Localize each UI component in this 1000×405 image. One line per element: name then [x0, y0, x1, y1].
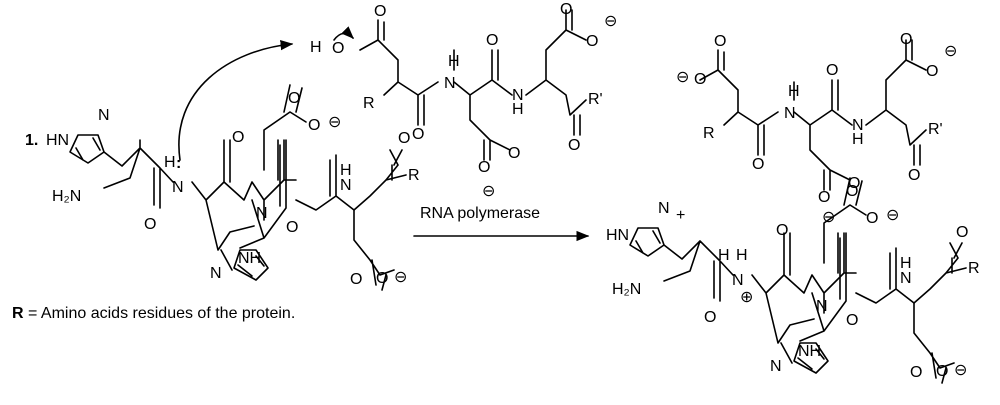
atom-NH: NH: [238, 250, 261, 267]
atom-O: O: [818, 189, 830, 206]
atom-O: O: [560, 1, 572, 18]
atom-H: H: [852, 131, 864, 148]
atom-O: O: [332, 40, 344, 57]
atom-N: N: [512, 87, 524, 104]
atom-O: O: [776, 222, 788, 239]
atom-N: N: [816, 298, 828, 315]
atom-O: O: [826, 62, 838, 79]
atom-H: H: [736, 247, 748, 264]
atom-O: O: [288, 90, 300, 107]
atom-O: O: [956, 224, 968, 241]
atom-N: N: [658, 200, 670, 217]
atom-O: O: [714, 33, 726, 50]
atom-N: N: [172, 179, 184, 196]
atom-N: N: [770, 358, 782, 375]
atom-O: O: [144, 216, 156, 233]
atom-R: R: [703, 125, 715, 142]
charge-positive: ⊕: [740, 289, 753, 306]
atom-R: R: [968, 260, 980, 277]
atom-R: R: [363, 95, 375, 112]
atom-HN: HN: [606, 227, 629, 244]
atom-O: O: [486, 32, 498, 49]
atom-H: H: [448, 53, 460, 70]
atom-O: O: [508, 145, 520, 162]
atom-O: O: [704, 309, 716, 326]
atom-N: N: [256, 205, 268, 222]
reaction-arrow-group: RNA polymerase: [413, 205, 590, 242]
atom-R-prime: R': [588, 91, 603, 108]
charge-negative: ⊖: [954, 362, 967, 379]
charge-negative: ⊖: [394, 269, 407, 286]
atom-N: N: [444, 75, 456, 92]
atom-O: O: [308, 117, 320, 134]
atom-N: N: [732, 272, 744, 289]
reagent-label: RNA polymerase: [420, 205, 540, 222]
atom-O: O: [910, 364, 922, 381]
atom-O: O: [478, 159, 490, 176]
product-peptide: HN N H₂N O H H N ⊕ O O O ⊖ N O NH N N H …: [606, 177, 980, 384]
product-asp-peptide: ⊖ O O R O H N O N H O O ⊖ O O ⊖ R' O: [676, 31, 957, 226]
atom-O: O: [376, 270, 388, 287]
atom-O: O: [412, 126, 424, 143]
atom-O: O: [846, 312, 858, 329]
atom-H2N: H₂N: [52, 188, 81, 205]
atom-H: H: [788, 83, 800, 100]
charge-negative: ⊖: [604, 13, 617, 30]
charge-negative: ⊖: [328, 114, 341, 131]
atom-O: O: [286, 219, 298, 236]
atom-HN: HN: [46, 132, 69, 149]
atom-H: H: [512, 101, 524, 118]
lone-pair: :: [176, 155, 181, 172]
atom-O: O: [752, 156, 764, 173]
atom-H: H: [340, 162, 352, 179]
atom-O: O: [908, 167, 920, 184]
atom-O: O: [900, 31, 912, 48]
atom-O: O: [848, 175, 860, 192]
atom-N: N: [784, 105, 796, 122]
atom-N: N: [98, 107, 110, 124]
atom-O: O: [866, 210, 878, 227]
atom-R: R: [408, 167, 420, 184]
step-number: 1.: [25, 132, 38, 149]
charge-negative: ⊖: [886, 207, 899, 224]
atom-H: H: [310, 39, 322, 56]
reactant-peptide: 1. HN N H₂N O H : N O O O ⊖ N O NH N N H…: [25, 84, 420, 291]
atom-H: H: [718, 247, 730, 264]
legend-symbol: R: [12, 305, 24, 322]
electron-pushing-arrow: [178, 40, 294, 161]
reactant-asp-peptide: H O O R O H N O N H O O ⊖ O O ⊖ R' O: [310, 1, 617, 200]
atom-O: O: [374, 3, 386, 20]
charge-negative: ⊖: [676, 69, 689, 86]
atom-O: O: [586, 33, 598, 50]
atom-NH: NH: [798, 343, 821, 360]
charge-negative: ⊖: [944, 43, 957, 60]
atom-O: O: [694, 71, 706, 88]
atom-H: H: [164, 154, 176, 171]
legend: R = Amino acids residues of the protein.: [12, 305, 295, 322]
atom-O: O: [936, 363, 948, 380]
atom-H: H: [900, 255, 912, 272]
legend-text: R = Amino acids residues of the protein.: [12, 305, 295, 322]
atom-O: O: [846, 183, 858, 200]
atom-N: N: [900, 270, 912, 287]
atom-R-prime: R': [928, 121, 943, 138]
atom-O: O: [350, 271, 362, 288]
charge-negative: ⊖: [482, 183, 495, 200]
atom-N: N: [210, 265, 222, 282]
atom-O: O: [398, 130, 410, 147]
atom-O: O: [926, 63, 938, 80]
atom-O: O: [568, 137, 580, 154]
legend-description: = Amino acids residues of the protein.: [24, 305, 296, 322]
atom-N: N: [340, 177, 352, 194]
atom-O: O: [232, 129, 244, 146]
plus-sign: +: [676, 207, 685, 224]
atom-N: N: [852, 117, 864, 134]
atom-H2N: H₂N: [612, 281, 641, 298]
